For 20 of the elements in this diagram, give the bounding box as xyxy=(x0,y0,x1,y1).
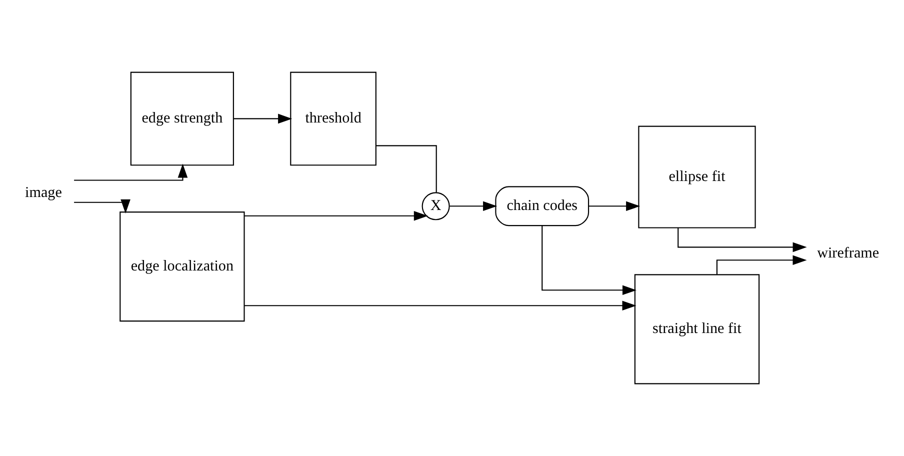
node-text: image xyxy=(25,185,62,202)
node-circle: X xyxy=(422,192,450,220)
arrow xyxy=(716,255,807,274)
arrow xyxy=(244,210,428,221)
arrow xyxy=(74,164,188,181)
node-box: straight line fit xyxy=(634,274,760,384)
node-box: ellipse fit xyxy=(638,126,756,228)
node-box: chain codes xyxy=(495,186,590,226)
arrow xyxy=(588,201,640,212)
node-box: threshold xyxy=(290,72,376,166)
arrow xyxy=(450,201,498,212)
arrow xyxy=(234,114,292,124)
node-text: wireframe xyxy=(817,246,880,262)
node-box: edge strength xyxy=(130,72,234,166)
arrow xyxy=(244,300,636,311)
arrow xyxy=(542,226,637,296)
node-box: edge localization xyxy=(120,212,245,322)
arrow xyxy=(678,228,807,252)
connector xyxy=(376,145,437,192)
arrow xyxy=(74,199,130,214)
